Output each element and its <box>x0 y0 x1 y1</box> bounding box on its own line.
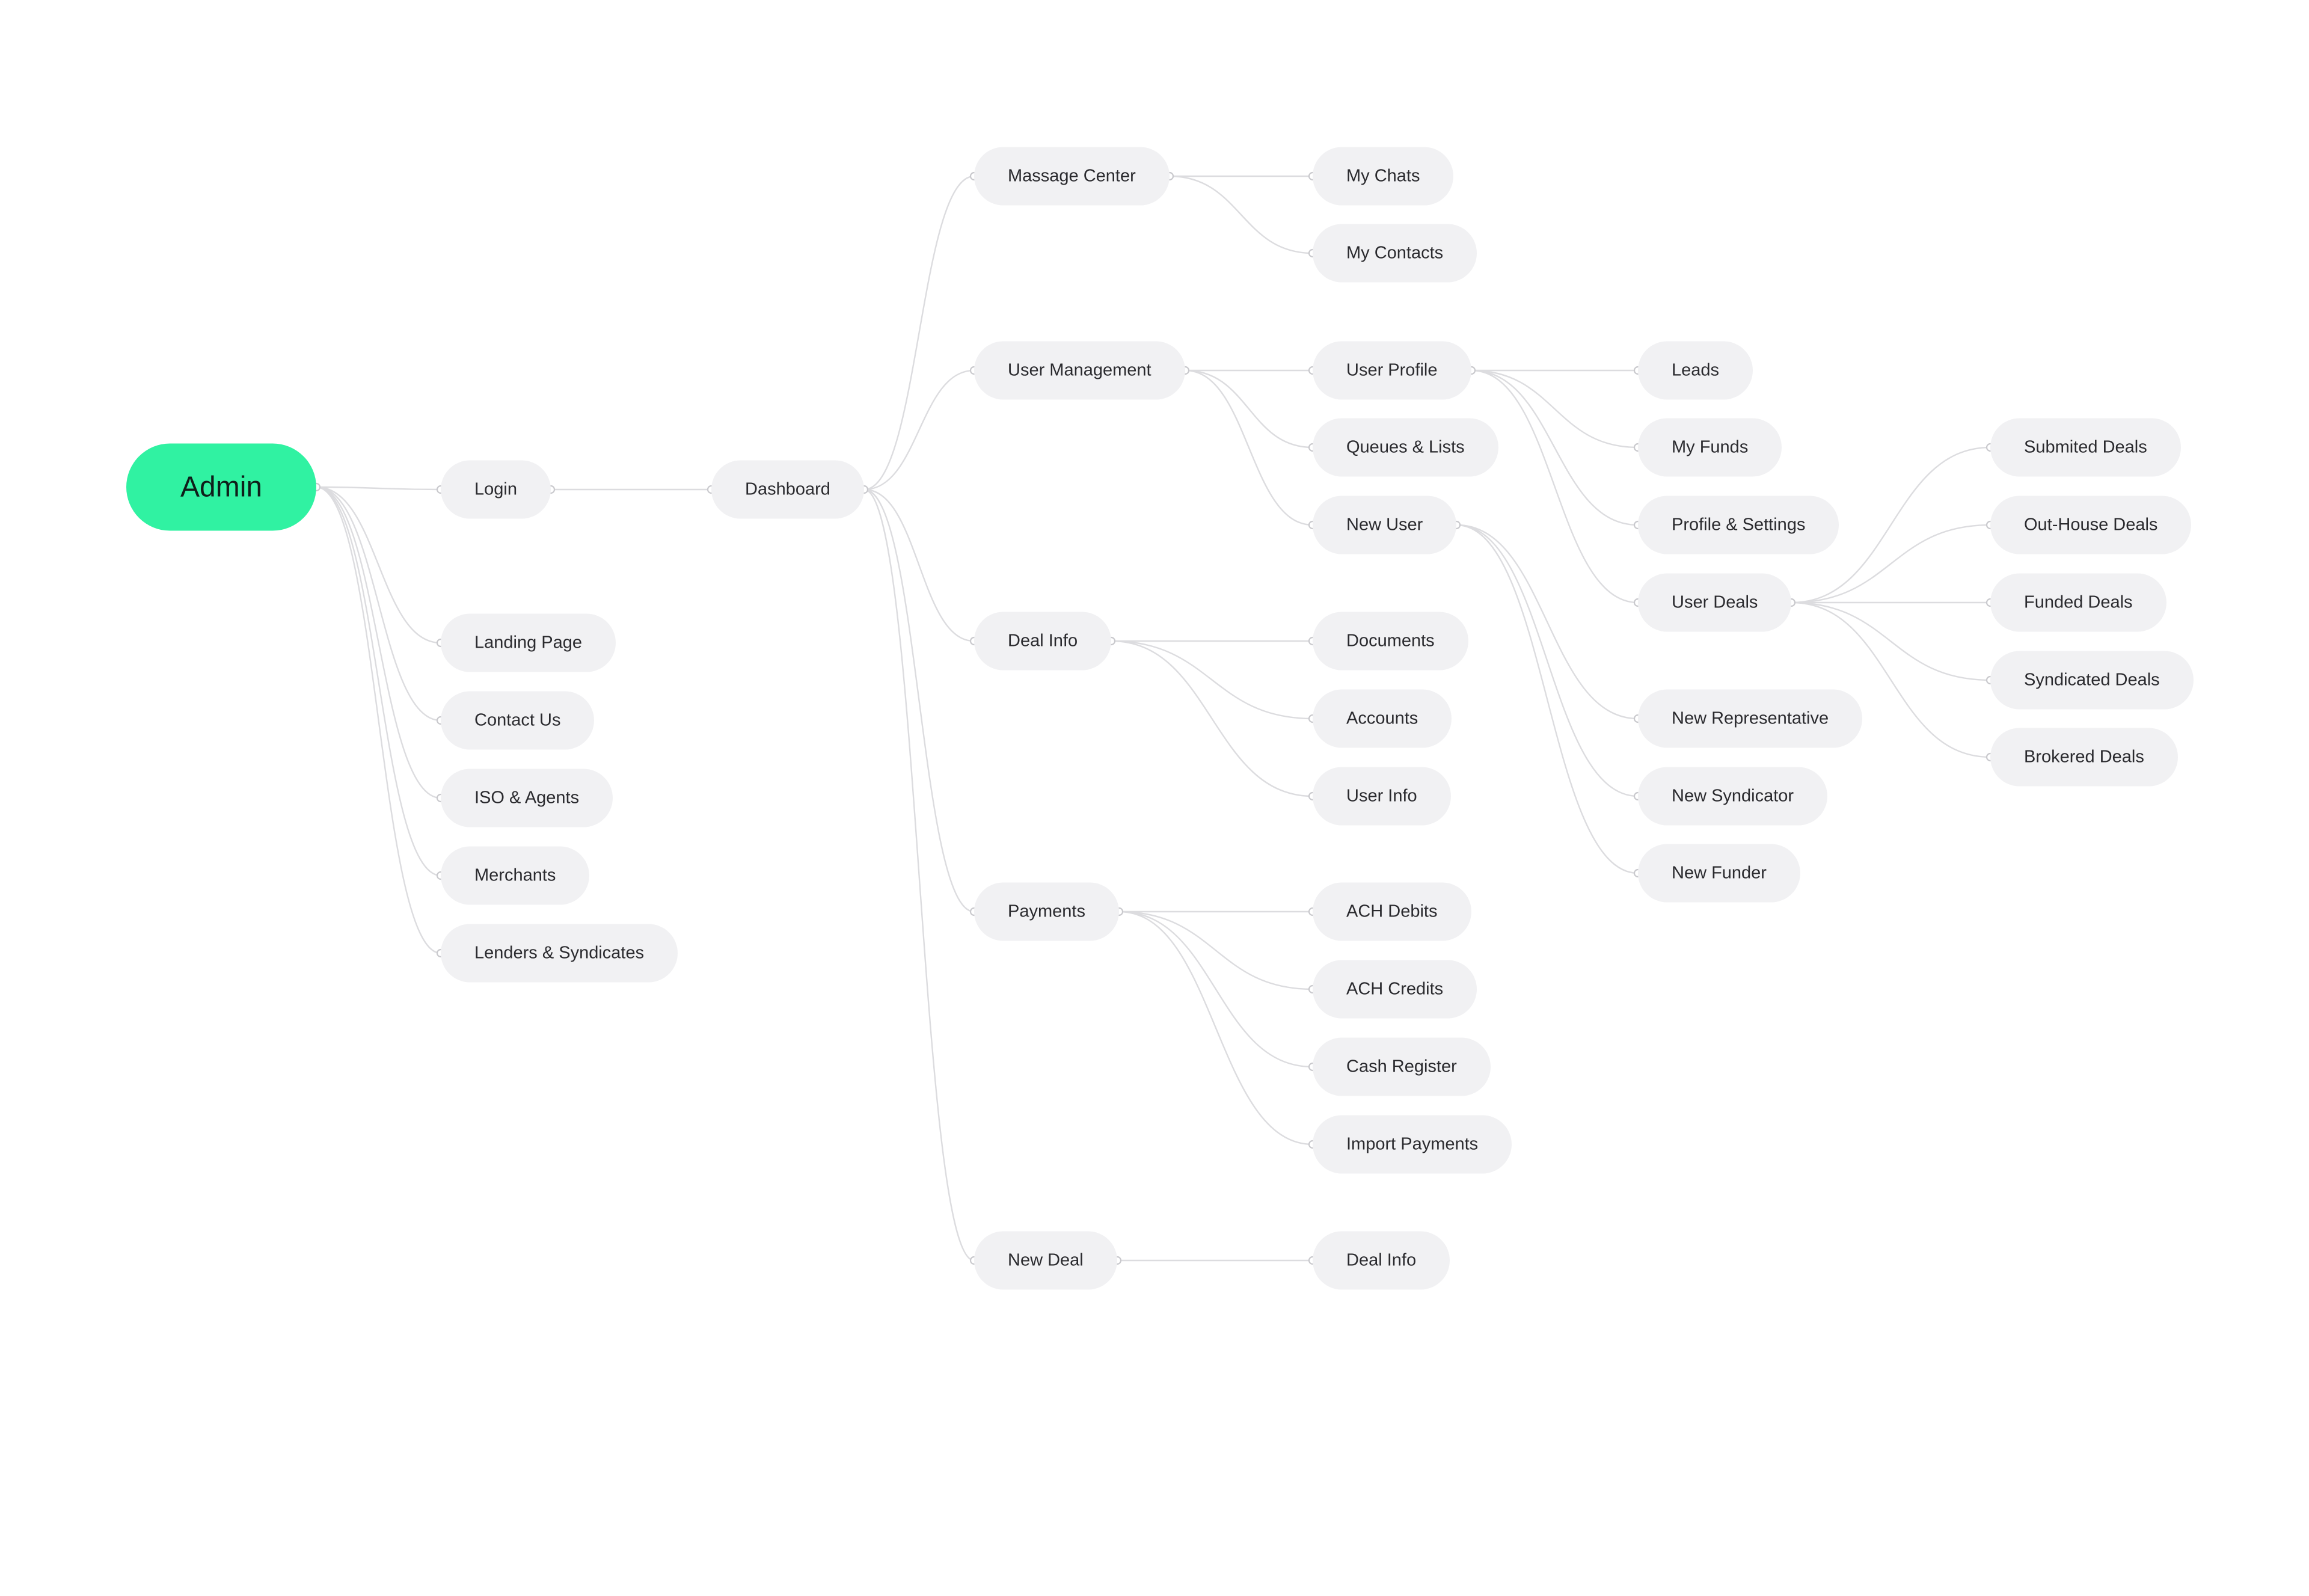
node-landing-page[interactable]: Landing Page <box>441 613 616 672</box>
node-admin[interactable]: Admin <box>126 443 317 531</box>
connector-user-management-new-user <box>1185 369 1313 526</box>
connector-admin-login <box>316 486 441 491</box>
connector-user-profile-user-deals <box>1471 369 1639 604</box>
node-brokered-deals[interactable]: Brokered Deals <box>1990 728 2178 787</box>
connector-user-deals-brokered-deals <box>1791 601 1991 758</box>
node-massage-center[interactable]: Massage Center <box>974 147 1170 206</box>
node-import-payments[interactable]: Import Payments <box>1313 1115 1512 1174</box>
connector-dashboard-new-deal <box>863 488 975 1262</box>
connector-user-deals-syndicated-deals <box>1791 601 1991 681</box>
connector-payments-cash-register <box>1118 910 1313 1068</box>
connector-user-profile-profile-settings <box>1471 369 1639 526</box>
connector-dashboard-deal-info <box>863 488 975 642</box>
connector-new-user-new-funder <box>1456 524 1639 874</box>
connector-new-user-new-representative <box>1456 524 1639 720</box>
connector-admin-landing-page <box>316 486 441 644</box>
node-iso-agents[interactable]: ISO & Agents <box>441 769 613 827</box>
connector-user-deals-out-house-deals <box>1791 524 1991 604</box>
connector-payments-ach-credits <box>1118 910 1313 990</box>
node-ach-credits[interactable]: ACH Credits <box>1313 960 1477 1019</box>
node-syndicated-deals[interactable]: Syndicated Deals <box>1990 651 2194 710</box>
node-funded-deals[interactable]: Funded Deals <box>1990 573 2166 632</box>
connector-dashboard-user-management <box>863 369 975 491</box>
connector-new-user-new-syndicator <box>1456 524 1639 797</box>
node-leads[interactable]: Leads <box>1638 341 1753 400</box>
node-accounts[interactable]: Accounts <box>1313 689 1452 748</box>
node-deal-info[interactable]: Deal Info <box>974 612 1112 671</box>
node-lenders-syndicates[interactable]: Lenders & Syndicates <box>441 924 678 983</box>
connector-massage-center-my-contacts <box>1169 175 1313 254</box>
node-new-user[interactable]: New User <box>1313 496 1457 554</box>
node-ach-debits[interactable]: ACH Debits <box>1313 882 1471 941</box>
node-queues-lists[interactable]: Queues & Lists <box>1313 418 1498 477</box>
node-user-management[interactable]: User Management <box>974 341 1185 400</box>
node-user-info[interactable]: User Info <box>1313 767 1451 826</box>
connector-deal-info-user-info <box>1111 640 1313 797</box>
connector-payments-import-payments <box>1118 910 1313 1146</box>
node-cash-register[interactable]: Cash Register <box>1313 1037 1491 1096</box>
node-my-contacts[interactable]: My Contacts <box>1313 224 1477 283</box>
connector-deal-info-accounts <box>1111 640 1313 720</box>
connector-user-profile-my-funds <box>1471 369 1639 449</box>
connector-admin-iso-agents <box>316 486 441 799</box>
node-user-deals[interactable]: User Deals <box>1638 573 1792 632</box>
node-contact-us[interactable]: Contact Us <box>441 691 595 750</box>
connector-admin-merchants <box>316 486 441 877</box>
connector-admin-contact-us <box>316 486 441 722</box>
connector-user-deals-submited-deals <box>1791 446 1991 604</box>
node-new-representative[interactable]: New Representative <box>1638 689 1863 748</box>
connector-dashboard-payments <box>863 488 975 913</box>
connector-dashboard-massage-center <box>863 175 975 491</box>
node-my-chats[interactable]: My Chats <box>1313 147 1454 206</box>
node-my-funds[interactable]: My Funds <box>1638 418 1782 477</box>
connector-admin-lenders-syndicates <box>316 486 441 954</box>
node-out-house-deals[interactable]: Out-House Deals <box>1990 496 2192 554</box>
node-new-syndicator[interactable]: New Syndicator <box>1638 767 1828 826</box>
node-new-deal-info[interactable]: Deal Info <box>1313 1231 1450 1290</box>
connector-user-management-queues-lists <box>1185 369 1313 449</box>
node-profile-settings[interactable]: Profile & Settings <box>1638 496 1839 554</box>
node-login[interactable]: Login <box>441 460 551 519</box>
node-new-deal[interactable]: New Deal <box>974 1231 1117 1290</box>
node-documents[interactable]: Documents <box>1313 612 1468 671</box>
node-new-funder[interactable]: New Funder <box>1638 844 1800 903</box>
node-user-profile[interactable]: User Profile <box>1313 341 1471 400</box>
node-dashboard[interactable]: Dashboard <box>711 460 864 519</box>
node-payments[interactable]: Payments <box>974 882 1119 941</box>
node-merchants[interactable]: Merchants <box>441 846 590 905</box>
node-submited-deals[interactable]: Submited Deals <box>1990 418 2181 477</box>
